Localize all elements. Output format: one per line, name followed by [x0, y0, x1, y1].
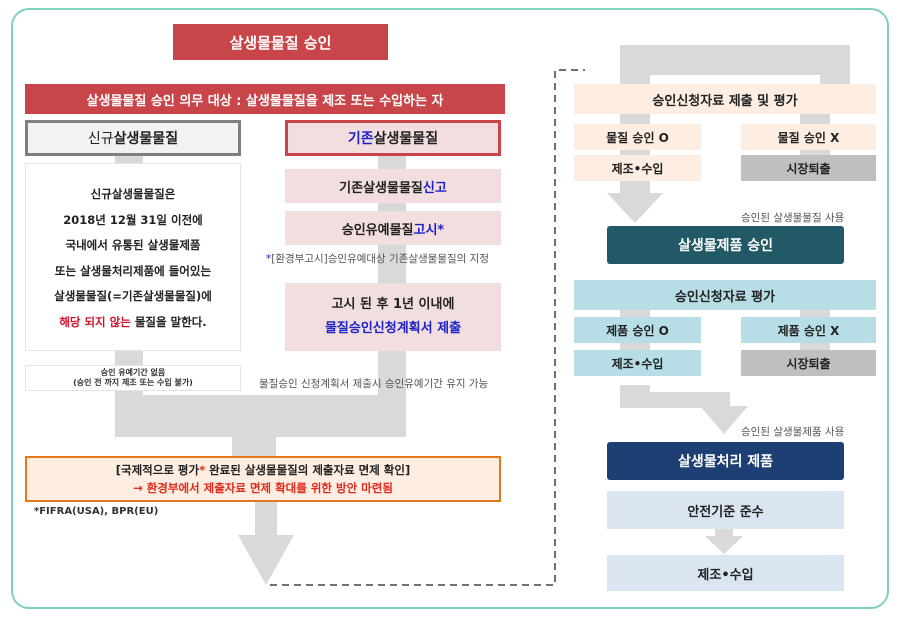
- no-grace-period-box: 승인 유예기간 없음 (승인 전 까지 제조 또는 수입 불가): [25, 365, 241, 391]
- subject-bar: 살생물물질 승인 의무 대상 : 살생물물질을 제조 또는 수입하는 자: [25, 84, 505, 114]
- manufacture-box-2: 제조•수입: [574, 350, 701, 376]
- substance-ok-shaft: [620, 110, 650, 195]
- definition-line: 살생물물질(=기존살생물물질)에: [54, 289, 212, 303]
- definition-line: 또는 살생물처리제품에 들어있는: [54, 263, 212, 278]
- definition-line: 신규살생물물질은: [90, 187, 176, 201]
- substance-evaluation-box: 승인신청자료 제출 및 평가: [574, 84, 876, 114]
- market-withdrawal-box-2: 시장퇴출: [741, 350, 876, 376]
- left-flow-arrow-shaft-center: [232, 420, 276, 460]
- manufacture-box-3: 제조•수입: [607, 555, 844, 591]
- grace-notice-box: 승인유예물질 고시*: [285, 211, 501, 245]
- safety-standard-box: 안전기준 준수: [607, 491, 844, 529]
- market-withdrawal-box-1: 시장퇴출: [741, 155, 876, 181]
- substance-ok-arrowhead: [607, 193, 663, 223]
- substance-rejected-box: 물질 승인 X: [741, 124, 876, 150]
- product-approval-box: 살생물제품 승인: [607, 226, 844, 264]
- product-to-treated-cross: [620, 392, 730, 408]
- exemption-footnote: *FIFRA(USA), BPR(EU): [34, 506, 159, 517]
- product-rejected-box: 제품 승인 X: [741, 317, 876, 343]
- definition-line: 해당 되지 않는 물질을 말한다.: [59, 314, 207, 329]
- approved-substance-note: 승인된 살생물물질 사용: [741, 212, 845, 224]
- exemption-box: [국제적으로 평가* 완료된 살생물물질의 제출자료 면제 확인] → 환경부에…: [25, 456, 501, 502]
- treated-product-box: 살생물처리 제품: [607, 442, 844, 480]
- new-substance-definition: 신규살생물물질은 2018년 12월 31일 이전에 국내에서 유통된 살생물제…: [25, 163, 241, 351]
- definition-line: 2018년 12월 31일 이전에: [63, 212, 203, 227]
- grace-notice-footnote: *[환경부고시]승인유예대상 기존살생물물질의 지정: [266, 253, 489, 265]
- definition-line: 국내에서 유통된 살생물제품: [65, 238, 201, 252]
- bottom-arrow-head: [238, 535, 294, 585]
- product-evaluation-box: 승인신청자료 평가: [574, 280, 876, 310]
- plan-note: 물질승인 신청계획서 제출시 승인유예기간 유지 가능: [259, 378, 489, 390]
- page-title: 살생물물질 승인: [173, 24, 388, 60]
- existing-report-box: 기존살생물물질 신고: [285, 169, 501, 203]
- approved-product-note: 승인된 살생물제품 사용: [741, 426, 845, 438]
- manufacture-box-1: 제조•수입: [574, 155, 701, 181]
- product-to-treated-arrowhead: [700, 406, 748, 434]
- treated-to-safety-arrowhead: [705, 536, 743, 554]
- right-top-cross: [620, 45, 850, 75]
- product-approved-box: 제품 승인 O: [574, 317, 701, 343]
- bottom-arrow-shaft: [255, 500, 277, 536]
- substance-approved-box: 물질 승인 O: [574, 124, 701, 150]
- outer-frame: [11, 8, 889, 609]
- plan-submission-box: 고시 된 후 1년 이내에 물질승인신청계획서 제출: [285, 283, 501, 351]
